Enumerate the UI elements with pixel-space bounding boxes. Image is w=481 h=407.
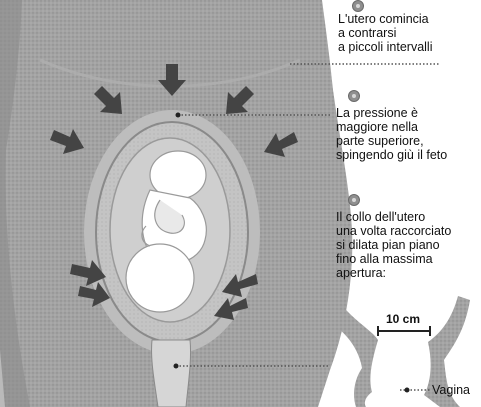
step-2-label: La pressione è maggiore nella parte supe… — [336, 106, 447, 162]
leader-step-3-dot — [174, 364, 179, 369]
vagina-dot — [405, 388, 410, 393]
step-1-line-1: L'utero comincia — [338, 12, 432, 26]
dilation-measure-label: 10 cm — [386, 312, 420, 326]
step-3-line-1: Il collo dell'utero — [336, 210, 451, 224]
step-3-line-5: apertura: — [336, 266, 451, 280]
step-3-line-2: una volta raccorciato — [336, 224, 451, 238]
step-1-label: L'utero comincia a contrarsi a piccoli i… — [338, 12, 432, 54]
step-3-label: Il collo dell'utero una volta raccorciat… — [336, 210, 451, 280]
step-1-line-2: a contrarsi — [338, 26, 432, 40]
step-1-line-3: a piccoli intervalli — [338, 40, 432, 54]
step-2-line-1: La pressione è — [336, 106, 447, 120]
step-2-line-3: parte superiore, — [336, 134, 447, 148]
step-2-icon — [348, 90, 360, 102]
step-2-line-2: maggiore nella — [336, 120, 447, 134]
step-2-line-4: spingendo giù il feto — [336, 148, 447, 162]
step-3-line-3: si dilata pian piano — [336, 238, 451, 252]
step-3-icon — [348, 194, 360, 206]
leader-step-2-dot — [176, 113, 181, 118]
vagina-label: Vagina — [432, 383, 470, 397]
step-3-line-4: fino alla massima — [336, 252, 451, 266]
cervix-left-wall — [338, 300, 378, 407]
cervix-opening — [152, 340, 191, 407]
step-1-icon — [352, 0, 364, 12]
